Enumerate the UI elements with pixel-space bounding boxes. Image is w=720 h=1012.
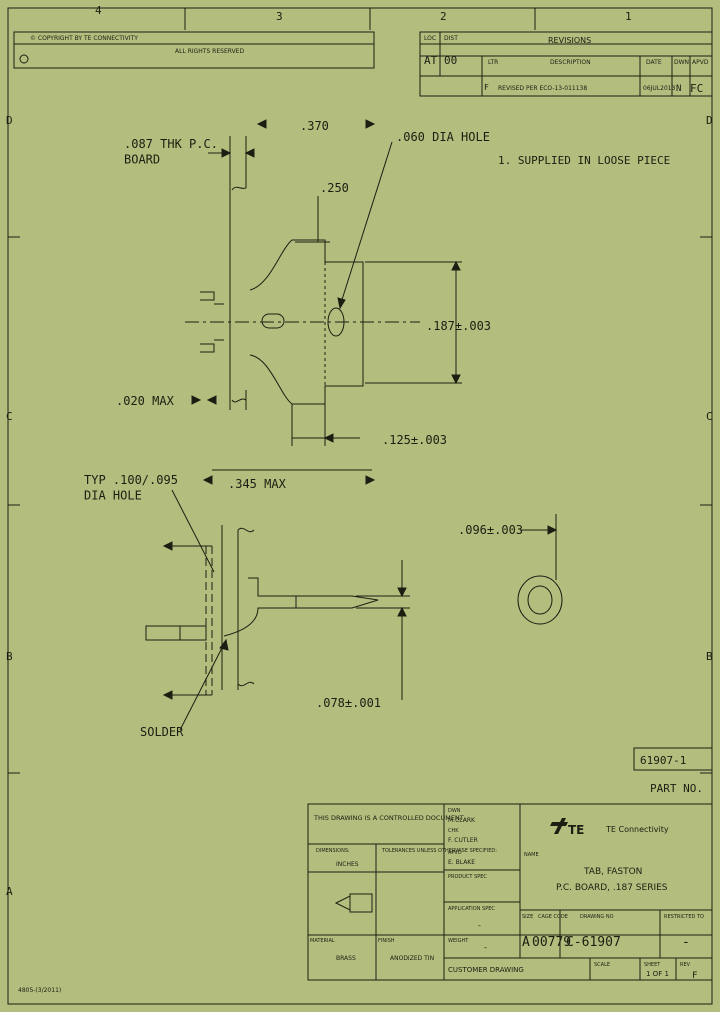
part-no-value: 61907-1	[640, 754, 686, 767]
cage-label: CAGE CODE	[538, 914, 568, 920]
material-label: MATERIAL	[310, 938, 335, 944]
dim-096: .096±.003	[458, 523, 523, 537]
dwn-name: M.CLARK	[448, 817, 476, 824]
restricted-value: -	[682, 935, 690, 950]
rev-label: REV	[680, 962, 691, 968]
copyright-block: © COPYRIGHT BY TE CONNECTIVITY ALL RIGHT…	[13, 31, 375, 69]
zone-left-b: B	[6, 650, 13, 663]
revisions-block: LOC DIST REVISIONS AT 00 LTR DESCRIPTION…	[419, 31, 713, 97]
restricted-label: RESTRICTED TO	[664, 914, 704, 920]
dim-020: .020 MAX	[116, 394, 175, 408]
chk-name: F. CUTLER	[448, 837, 478, 844]
tolerance-icon	[334, 893, 373, 913]
part-name-1: TAB, FASTON	[583, 867, 642, 877]
zone-left-d: D	[6, 114, 13, 127]
dim-125: .125±.003	[382, 433, 447, 447]
tolerance-label: TOLERANCES UNLESS OTHERWISE SPECIFIED:	[381, 848, 497, 854]
rev-dwn-label: DWN	[674, 59, 689, 66]
rev-title: REVISIONS	[548, 36, 591, 45]
top-view	[185, 119, 462, 446]
dim-078: .078±.001	[316, 696, 381, 710]
zone-top-1: 1	[625, 10, 632, 23]
dim-hole-060: .060 DIA HOLE	[396, 130, 490, 144]
zone-right-c: C	[706, 410, 713, 423]
copyright-note: © COPYRIGHT BY TE CONNECTIVITY	[30, 35, 138, 42]
drawing-no-value: C-61907	[566, 935, 621, 950]
zone-right-b: B	[706, 650, 713, 663]
product-spec-label: PRODUCT SPEC	[448, 874, 487, 880]
apvd-label: APVD	[448, 850, 462, 856]
zone-right-d: D	[706, 114, 713, 127]
rev-dist-label: DIST	[444, 35, 458, 42]
rev-value: F	[692, 971, 697, 981]
zone-top-4: 4	[95, 4, 102, 17]
rev-ltr-label: LTR	[488, 59, 498, 66]
material-value: BRASS	[336, 955, 356, 962]
dwn-label: DWN	[448, 808, 461, 814]
rev-loc: AT	[424, 54, 438, 67]
rights-note: ALL RIGHTS RESERVED	[175, 48, 244, 55]
zone-left-a: A	[6, 885, 13, 898]
label-solder: SOLDER	[140, 725, 184, 739]
rev-apvd-label: APVD	[692, 59, 709, 66]
part-number-block: 61907-1 PART NO.	[633, 747, 713, 795]
sheet-border	[7, 7, 713, 1005]
form-number: 4805-(3/2011)	[18, 987, 61, 994]
rev-dist: 00	[444, 54, 457, 67]
te-logo: TE	[550, 818, 584, 837]
dim-187: .187±.003	[426, 319, 491, 333]
part-no-label: PART NO.	[650, 782, 703, 795]
rev-desc: REVISED PER ECO-13-011138	[498, 85, 587, 92]
note-1: 1. SUPPLIED IN LOOSE PIECE	[498, 154, 670, 167]
rev-ltr: F	[484, 83, 489, 92]
hole-detail	[517, 514, 563, 625]
dim-250: .250	[320, 181, 349, 195]
zone-left-c: C	[6, 410, 13, 423]
company-name: TE Connectivity	[605, 825, 669, 834]
rev-dwn: N	[676, 84, 681, 94]
name-label: NAME	[524, 852, 539, 858]
dim-370: .370	[300, 119, 329, 133]
customer-drawing: CUSTOMER DRAWING	[448, 966, 524, 974]
size-value: A	[522, 935, 530, 950]
application-spec-label: APPLICATION SPEC	[448, 906, 495, 912]
dim-board-thickness: .087 THK P.C.BOARD	[124, 137, 218, 167]
scale-label: SCALE	[594, 962, 610, 968]
size-label: SIZE	[522, 914, 533, 920]
dims-value: INCHES	[336, 861, 359, 868]
application-spec-value: -	[478, 921, 481, 930]
logo-text: TE	[568, 823, 584, 837]
cage-value: 00779	[532, 935, 571, 950]
zone-top-2: 2	[440, 10, 447, 23]
part-name-2: P.C. BOARD, .187 SERIES	[556, 883, 668, 893]
sheet-label: SHEET	[644, 962, 661, 968]
drawing-no-label: DRAWING NO	[580, 914, 614, 920]
rev-apvd: FC	[690, 82, 703, 95]
rev-date: 06JUL2013	[643, 85, 676, 92]
weight-value: -	[484, 943, 487, 952]
side-view	[145, 469, 410, 731]
chk-label: CHK	[448, 828, 459, 834]
sheet-value: 1 OF 1	[646, 970, 669, 978]
apvd-name: E. BLAKE	[448, 859, 475, 866]
finish-value: ANODIZED TIN	[390, 955, 434, 962]
finish-label: FINISH	[378, 938, 395, 944]
controlled-doc: THIS DRAWING IS A CONTROLLED DOCUMENT.	[313, 814, 465, 822]
zone-top-3: 3	[276, 10, 283, 23]
rev-date-label: DATE	[646, 59, 662, 66]
rev-loc-label: LOC	[424, 35, 436, 42]
dims-label: DIMENSIONS:	[316, 848, 350, 854]
weight-label: WEIGHT	[448, 938, 469, 944]
dim-345: .345 MAX	[228, 477, 287, 491]
title-block	[307, 803, 713, 981]
rev-desc-label: DESCRIPTION	[550, 59, 591, 66]
